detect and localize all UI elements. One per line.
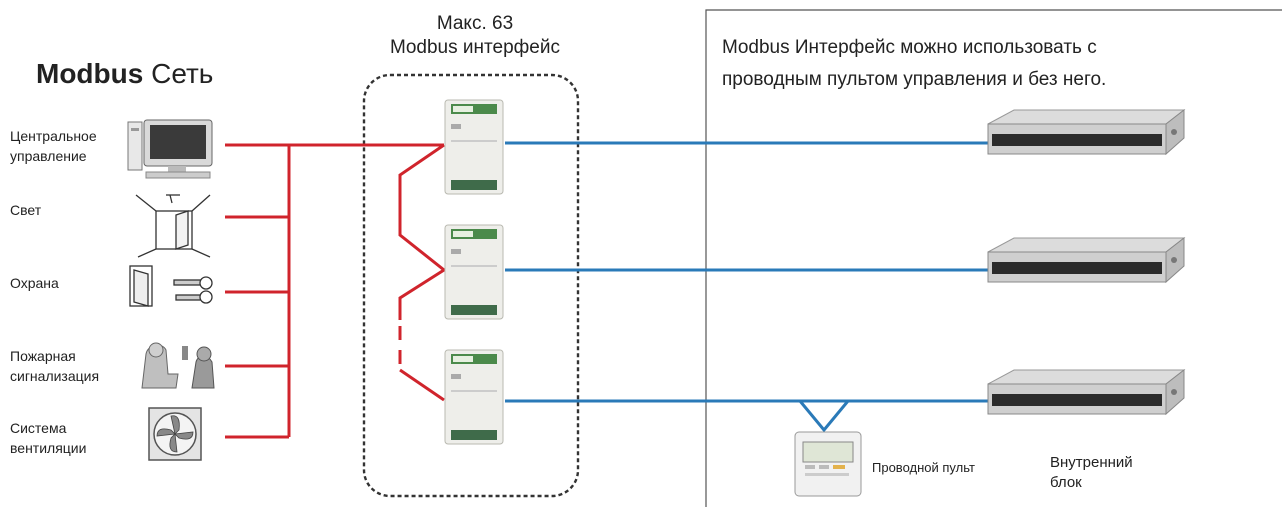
indoor-unit-icon — [987, 108, 1186, 156]
note-panel-frame — [705, 9, 1282, 507]
indoor-label-line1: Внутренний — [1050, 454, 1133, 471]
device-label-line1: Пожарная — [10, 348, 76, 364]
device-label-central: Центральное управление — [10, 126, 97, 166]
indoor-label-line2: блок — [1050, 474, 1082, 491]
indoor-units — [987, 108, 1186, 416]
device-label-line1: Система — [10, 420, 67, 436]
wired-remote-icon — [794, 431, 862, 497]
ventilation-fan-icon — [148, 407, 202, 461]
device-label-fire-alarm: Пожарная сигнализация — [10, 346, 99, 386]
device-label-line2: управление — [10, 148, 87, 164]
indoor-unit-icon — [987, 236, 1186, 284]
modbus-interface-icon — [444, 99, 504, 195]
interface-header-line2: Modbus интерфейс — [390, 37, 560, 58]
title-rest: Сеть — [151, 58, 214, 89]
indoor-unit-icon — [987, 368, 1186, 416]
indoor-unit-links — [505, 141, 988, 433]
device-label-line1: Охрана — [10, 275, 59, 291]
modbus-interface-modules — [444, 99, 504, 445]
device-label-security: Охрана — [10, 273, 59, 293]
interface-header: Макс. 63 Modbus интерфейс — [360, 12, 590, 60]
device-label-ventilation: Система вентиляции — [10, 418, 86, 458]
device-label-light: Свет — [10, 200, 41, 220]
usage-note-line1: Modbus Интерфейс можно использовать с — [722, 37, 1097, 58]
page-title: Modbus Сеть — [36, 58, 213, 90]
modbus-interface-icon — [444, 349, 504, 445]
usage-note-line2: проводным пультом управления и без него. — [722, 69, 1107, 90]
title-bold: Modbus — [36, 58, 144, 89]
device-label-line2: вентиляции — [10, 440, 87, 456]
device-label-line2: сигнализация — [10, 368, 100, 384]
indoor-unit-label: Внутренний блок — [1050, 453, 1133, 493]
device-label-line1: Свет — [10, 202, 42, 218]
interface-group-boundary — [362, 73, 580, 498]
remote-label: Проводной пульт — [872, 460, 975, 475]
modbus-network-lines — [225, 143, 447, 439]
interface-header-line1: Макс. 63 — [436, 13, 514, 34]
device-label-line1: Центральное — [10, 128, 97, 144]
fire-alarm-icon — [141, 342, 215, 389]
usage-note: Modbus Интерфейс можно использовать с пр… — [722, 32, 1106, 96]
door-key-icon — [129, 265, 213, 307]
modbus-interface-icon — [444, 224, 504, 320]
computer-icon — [127, 119, 213, 179]
room-light-icon — [135, 194, 211, 258]
